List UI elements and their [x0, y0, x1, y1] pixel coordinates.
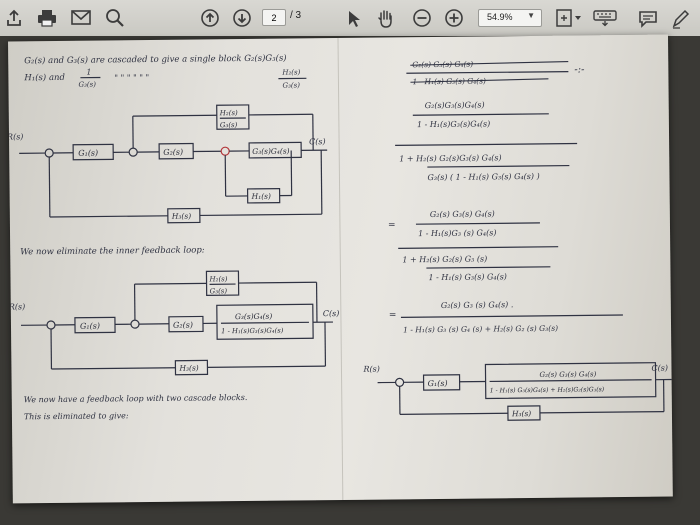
d2-out-label: C(s) — [323, 309, 340, 318]
svg-text:H₁(s): H₁(s) — [251, 192, 271, 201]
keyboard-icon[interactable] — [592, 9, 618, 27]
svg-text:G₁(s): G₁(s) — [78, 149, 98, 158]
d2-sum-2 — [130, 319, 140, 329]
intro-line-1: G₂(s) and G₃(s) are cascaded to give a s… — [24, 53, 286, 67]
mail-icon[interactable] — [70, 9, 92, 27]
d1-sum-2 — [128, 147, 138, 157]
pen-icon[interactable] — [670, 8, 690, 30]
d1-sum-3 — [220, 146, 230, 156]
page-up-icon[interactable] — [200, 8, 220, 28]
crosshair-mark: -:- — [574, 64, 585, 75]
equals-2: = — [389, 310, 397, 320]
svg-text:1 - H₁(s)G₃(s)G₄(s): 1 - H₁(s)G₃(s)G₄(s) — [221, 327, 284, 336]
svg-text:G₂(s): G₂(s) — [173, 321, 193, 330]
f3-den: 1 - H₁(s) G₃ (s) G₄ (s) + H₂(s) G₂ (s) G… — [403, 324, 558, 335]
mid-text: We now eliminate the inner feedback loop… — [20, 245, 205, 257]
d1-sum-1 — [44, 148, 54, 158]
zoom-in-icon[interactable] — [444, 8, 464, 28]
svg-text:G₃(s): G₃(s) — [210, 287, 228, 295]
total-pages: / 3 — [290, 10, 302, 21]
f2-num: G₂(s) G₃(s) G₄(s) — [430, 209, 495, 219]
block-diagram-3: R(s) G₁(s) G₂(s) G₃(s) G₄(s) 1 - H₁(s) G… — [362, 362, 672, 421]
notebook-page[interactable]: G₂(s) and G₃(s) are cascaded to give a s… — [8, 34, 673, 504]
search-icon[interactable] — [104, 7, 126, 29]
select-tool-icon[interactable] — [346, 9, 362, 29]
svg-text:G₃(s)G₄(s): G₃(s)G₄(s) — [235, 312, 273, 321]
f3-num: G₂(s) G₃ (s) G₄(s) . — [441, 300, 514, 310]
intro-frac-den: G₃(s) — [78, 81, 96, 89]
f1-num: G₂(s)G₃(s)G₄(s) — [425, 100, 485, 110]
svg-text:G₂(s): G₂(s) — [163, 148, 183, 157]
current-page-input[interactable]: 2 — [262, 9, 286, 26]
svg-text:1 - H₁(s) G₃(s)G₄(s) + H₂(s)G₂: 1 - H₁(s) G₃(s)G₄(s) + H₂(s)G₂(s)G₃(s) — [490, 386, 605, 394]
zoom-value: 54.9% — [487, 12, 513, 22]
svg-text:G₁(s): G₁(s) — [428, 379, 448, 388]
d2-block-tf — [216, 303, 314, 340]
svg-text:G₃(s): G₃(s) — [220, 121, 238, 129]
intro-frac2-num: H₂(s) — [281, 68, 300, 76]
derivation: G₂(s) G₃(s) G₄(s) 1 - H₁(s) G₃(s) G₄(s) … — [388, 60, 623, 335]
d3-out-label: C(s) — [651, 364, 668, 373]
intro-ditto: " " " " " " — [114, 73, 149, 82]
svg-text:G₁(s): G₁(s) — [80, 322, 100, 331]
f2-plus-den: 1 - H₁(s) G₃(s) G₄(s) — [428, 272, 506, 282]
svg-text:H₃(s): H₃(s) — [178, 363, 198, 372]
chevron-down-icon: ▼ — [527, 11, 535, 20]
svg-text:G₂(s) G₃(s) G₄(s): G₂(s) G₃(s) G₄(s) — [539, 370, 596, 379]
d3-sum-1 — [395, 377, 405, 387]
f1-plus-den: G₃(s) ( 1 - H₁(s) G₃(s) G₄(s) ) — [427, 172, 539, 182]
intro-frac-num: 1 — [86, 68, 91, 77]
bottom-text-1: We now have a feedback loop with two cas… — [24, 393, 248, 404]
d1-out-label: C(s) — [309, 137, 326, 146]
d2-r-label: R(s) — [8, 302, 25, 311]
d3-r-label: R(s) — [362, 365, 379, 374]
comment-icon[interactable] — [638, 9, 658, 29]
d2-sum-1 — [46, 320, 56, 330]
block-diagram-2: R(s) G₁(s) G₂(s) G₃(s)G₄(s) 1 - H₁(s)G₃(… — [8, 270, 340, 376]
bottom-text-2: This is eliminated to give: — [24, 411, 129, 421]
equals-1: = — [388, 220, 396, 230]
hand-tool-icon[interactable] — [376, 8, 396, 30]
svg-text:H₂(s): H₂(s) — [219, 109, 238, 117]
svg-text:G₃(s)G₄(s): G₃(s)G₄(s) — [252, 147, 290, 156]
f2-den: 1 - H₁(s)G₃ (s) G₄(s) — [418, 228, 496, 238]
intro-line-2a: H₁(s) and — [23, 72, 65, 83]
intro-frac2-den: G₃(s) — [282, 81, 300, 89]
pdf-toolbar: 2 / 3 54.9% ▼ — [0, 0, 700, 39]
zoom-out-icon[interactable] — [412, 8, 432, 28]
d1-block-h2-g3 — [216, 104, 250, 130]
svg-text:H₂(s): H₂(s) — [208, 275, 227, 283]
print-icon[interactable] — [36, 8, 58, 28]
f2-plus: 1 + H₂(s) G₂(s) G₃ (s) — [402, 254, 487, 264]
page-down-icon[interactable] — [232, 8, 252, 28]
d1-r-label: R(s) — [8, 132, 23, 141]
fit-page-icon[interactable] — [555, 8, 583, 28]
zoom-select[interactable]: 54.9% ▼ — [478, 9, 542, 27]
svg-text:H₃(s): H₃(s) — [171, 212, 191, 221]
share-icon[interactable] — [4, 8, 24, 28]
f1-den: 1 - H₁(s)G₃(s)G₄(s) — [417, 119, 490, 129]
block-diagram-1: R(s) G₁(s) G₂(s) G₃(s)G₄(s) C(s) H₂(s) G… — [8, 104, 328, 224]
svg-text:H₃(s): H₃(s) — [511, 409, 531, 418]
handwritten-notes: G₂(s) and G₃(s) are cascaded to give a s… — [8, 37, 672, 500]
f1-plus: 1 + H₂(s) G₂(s)G₃(s) G₄(s) — [399, 153, 501, 163]
